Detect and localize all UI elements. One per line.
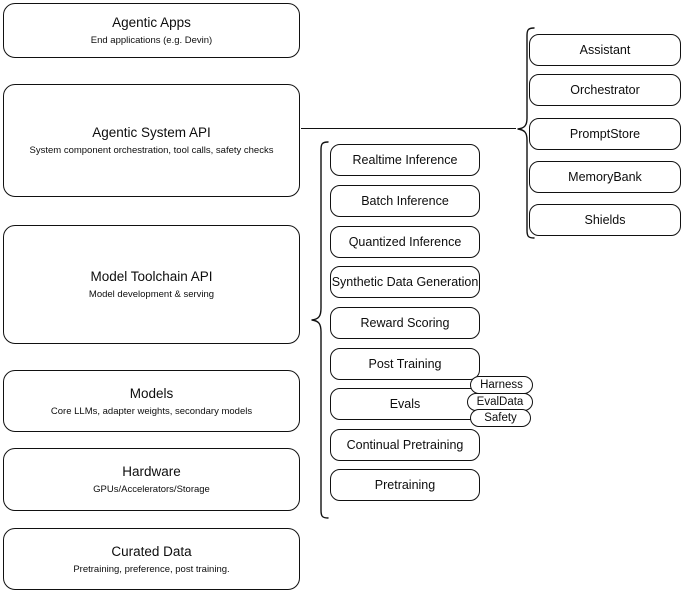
layer-curated-data[interactable]: Curated Data Pretraining, preference, po… [3, 528, 300, 590]
capability-quantized-inference[interactable]: Quantized Inference [330, 226, 480, 258]
capability-batch-inference[interactable]: Batch Inference [330, 185, 480, 217]
evals-subcomponent-harness[interactable]: Harness [470, 376, 533, 394]
layer-title: Model Toolchain API [90, 269, 213, 284]
brace-system-components [517, 27, 535, 239]
capability-realtime-inference[interactable]: Realtime Inference [330, 144, 480, 176]
capability-evals[interactable]: Evals [330, 388, 480, 420]
layer-models[interactable]: Models Core LLMs, adapter weights, secon… [3, 370, 300, 432]
layer-title: Agentic Apps [112, 15, 191, 30]
layer-subtitle: System component orchestration, tool cal… [29, 145, 274, 156]
capability-continual-pretraining[interactable]: Continual Pretraining [330, 429, 480, 461]
capability-pretraining[interactable]: Pretraining [330, 469, 480, 501]
layer-model-toolchain-api[interactable]: Model Toolchain API Model development & … [3, 225, 300, 344]
layer-title: Models [129, 385, 174, 401]
evals-subcomponent-safety[interactable]: Safety [470, 409, 531, 427]
capability-reward-scoring[interactable]: Reward Scoring [330, 307, 480, 339]
brace-toolchain-capabilities [311, 141, 329, 519]
system-component-promptstore[interactable]: PromptStore [529, 118, 681, 150]
connector-system-api-to-components [301, 128, 516, 130]
layer-hardware[interactable]: Hardware GPUs/Accelerators/Storage [3, 448, 300, 511]
layer-subtitle: End applications (e.g. Devin) [90, 35, 213, 46]
layer-subtitle: GPUs/Accelerators/Storage [93, 484, 210, 495]
system-component-memorybank[interactable]: MemoryBank [529, 161, 681, 193]
capability-post-training[interactable]: Post Training [330, 348, 480, 380]
system-component-assistant[interactable]: Assistant [529, 34, 681, 66]
layer-subtitle: Core LLMs, adapter weights, secondary mo… [50, 405, 253, 417]
layer-agentic-system-api[interactable]: Agentic System API System component orch… [3, 84, 300, 197]
system-component-shields[interactable]: Shields [529, 204, 681, 236]
layer-title: Agentic System API [92, 125, 211, 140]
layer-subtitle: Pretraining, preference, post training. [73, 563, 230, 575]
layer-title: Hardware [122, 464, 181, 479]
layer-subtitle: Model development & serving [88, 289, 215, 300]
capability-synthetic-data-generation[interactable]: Synthetic Data Generation [330, 266, 480, 298]
layer-title: Curated Data [111, 543, 192, 559]
layer-agentic-apps[interactable]: Agentic Apps End applications (e.g. Devi… [3, 3, 300, 58]
system-component-orchestrator[interactable]: Orchestrator [529, 74, 681, 106]
